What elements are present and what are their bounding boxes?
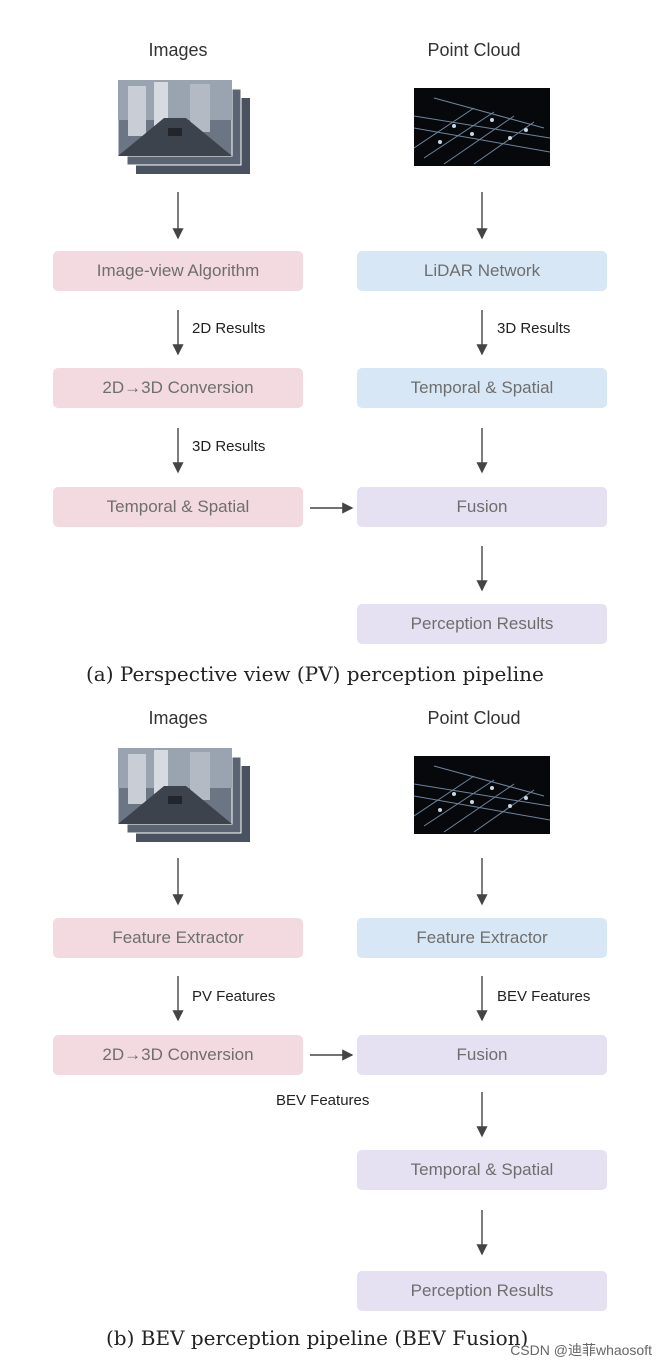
a-fusion-box: Fusion xyxy=(357,487,607,527)
a-temporal-spatial-right-box: Temporal & Spatial xyxy=(357,368,607,408)
a-2d-results-label: 2D Results xyxy=(192,320,266,337)
a-temporal-spatial-left-box: Temporal & Spatial xyxy=(53,487,303,527)
b-images-label: Images xyxy=(148,708,208,728)
b-temporal-spatial-box: Temporal & Spatial xyxy=(357,1150,607,1190)
b-image-stack-picture xyxy=(118,748,250,842)
a-3d-results-left-label: 3D Results xyxy=(192,438,266,455)
a-2d-3d-conversion-box: 2D→3D Conversion xyxy=(53,368,303,408)
a-image-view-algorithm-box: Image-view Algorithm xyxy=(53,251,303,291)
a-perception-results-box: Perception Results xyxy=(357,604,607,644)
a-point-cloud-picture xyxy=(414,88,550,166)
watermark: CSDN @迪菲whaosoft xyxy=(510,1342,652,1358)
a-point-cloud-label: Point Cloud xyxy=(427,40,521,60)
b-caption: (b) BEV perception pipeline (BEV Fusion) xyxy=(106,1326,529,1350)
b-point-cloud-label: Point Cloud xyxy=(427,708,521,728)
b-pv-features-label: PV Features xyxy=(192,988,276,1005)
a-3d-results-right-label: 3D Results xyxy=(497,320,571,337)
a-caption: (a) Perspective view (PV) perception pip… xyxy=(86,662,544,686)
a-image-stack-picture xyxy=(118,80,250,174)
b-feature-extractor-right-box: Feature Extractor xyxy=(357,918,607,958)
b-fusion-box: Fusion xyxy=(357,1035,607,1075)
a-images-label: Images xyxy=(148,40,208,60)
b-bev-features-left-label: BEV Features xyxy=(276,1092,370,1109)
b-bev-features-right-label: BEV Features xyxy=(497,988,591,1005)
b-point-cloud-picture xyxy=(414,756,550,834)
b-2d-3d-conversion-box: 2D→3D Conversion xyxy=(53,1035,303,1075)
a-lidar-network-box: LiDAR Network xyxy=(357,251,607,291)
b-perception-results-box: Perception Results xyxy=(357,1271,607,1311)
b-feature-extractor-left-box: Feature Extractor xyxy=(53,918,303,958)
